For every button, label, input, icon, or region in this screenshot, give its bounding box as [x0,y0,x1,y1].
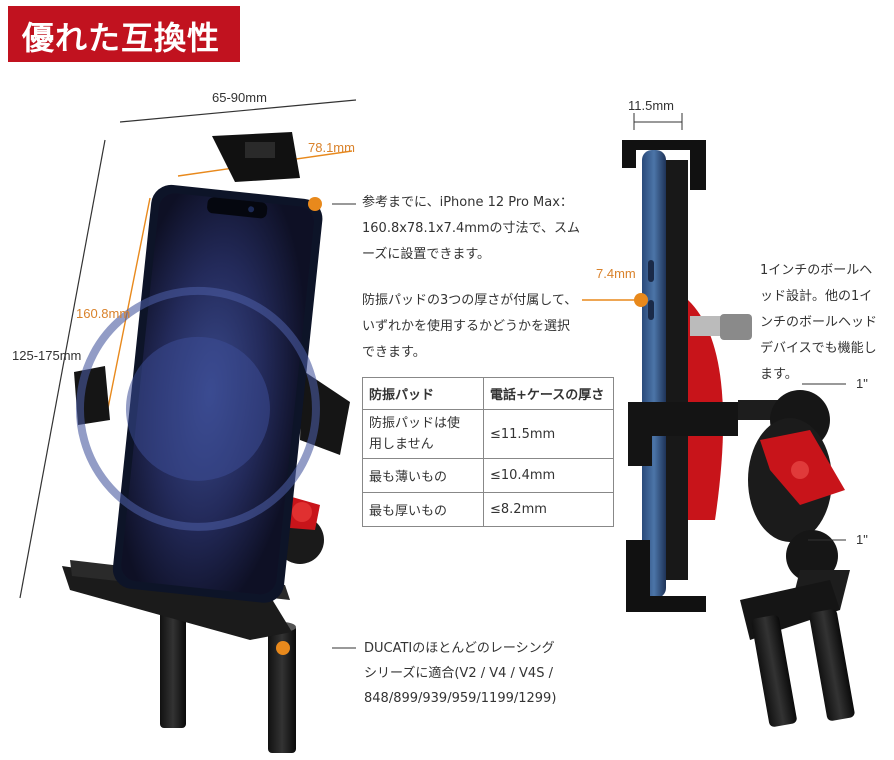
ball-head-note: 1インチのボールヘ ッド設計。他の1イ ンチのボールヘッド デバイスでも機能し … [760,258,890,388]
pad-note-line: 防振パッドの3つの厚さが付属して、 [362,293,578,308]
phone-height-label: 160.8mm [76,306,131,321]
callout-bullet-reference [308,197,322,211]
ball-head-note-line: ッド設計。他の1イ [760,289,873,304]
ball-size-bottom-label: 1" [856,532,868,547]
table-row: 最も厚いもの ≤8.2mm [362,492,614,527]
table-cell-thickness: ≤10.4mm [483,458,614,493]
width-range-label: 65-90mm [212,90,267,105]
table-row: 最も薄いもの ≤10.4mm [362,458,614,493]
pad-note-line: いずれかを使用するかどうかを選択 [362,319,571,334]
table-header-row: 防振パッド 電話+ケースの厚さ [362,377,614,410]
ducati-note: DUCATIのほとんどのレーシング シリーズに適合(V2 / V4 / V4S … [364,636,624,711]
ducati-note-line: シリーズに適合(V2 / V4 / V4S / [364,666,553,681]
table-cell-pad-line: 防振パッドは使 [369,416,461,431]
ball-size-top-label: 1" [856,376,868,391]
reference-note-line: ーズに設置できます。 [362,247,491,262]
pad-note: 防振パッドの3つの厚さが付属して、 いずれかを使用するかどうかを選択 できます。 [362,288,622,366]
height-range-label: 125-175mm [12,348,82,363]
ball-head-note-line: ンチのボールヘッド [760,315,878,330]
table-header-thickness: 電話+ケースの厚さ [483,377,614,410]
table-cell-pad: 最も厚いもの [362,492,484,527]
phone-width-label: 78.1mm [308,140,355,155]
table-cell-pad: 最も薄いもの [362,458,484,493]
reference-note: 参考までに、iPhone 12 Pro Max： 160.8x78.1x7.4m… [362,190,622,268]
callout-bullet-ducati [276,641,290,655]
ducati-note-line: 848/899/939/959/1199/1299) [364,691,557,706]
ducati-note-line: DUCATIのほとんどのレーシング [364,641,555,656]
callout-bullet-thickness [634,293,648,307]
table-cell-thickness: ≤8.2mm [483,492,614,527]
table-row: 防振パッドは使 用しません ≤11.5mm [362,409,614,459]
ball-head-note-line: 1インチのボールヘ [760,263,873,278]
reference-note-line: 参考までに、iPhone 12 Pro Max： [362,195,573,210]
table-cell-pad: 防振パッドは使 用しません [362,409,484,459]
side-gap-label: 11.5mm [628,98,674,113]
table-header-pad: 防振パッド [362,377,484,410]
pad-note-line: できます。 [362,345,426,360]
reference-note-line: 160.8x78.1x7.4mmの寸法で、スム [362,221,581,236]
table-cell-pad-line: 用しません [369,437,434,452]
ball-head-note-line: ます。 [760,367,798,382]
table-cell-thickness: ≤11.5mm [483,409,614,459]
banner-title: 優れた互換性 [22,19,221,57]
ball-head-note-line: デバイスでも機能し [760,341,877,356]
phone-thickness-label: 7.4mm [596,266,636,281]
pad-thickness-table: 防振パッド 電話+ケースの厚さ 防振パッドは使 用しません ≤11.5mm 最も… [362,377,614,527]
title-banner: 優れた互換性 [8,6,240,62]
